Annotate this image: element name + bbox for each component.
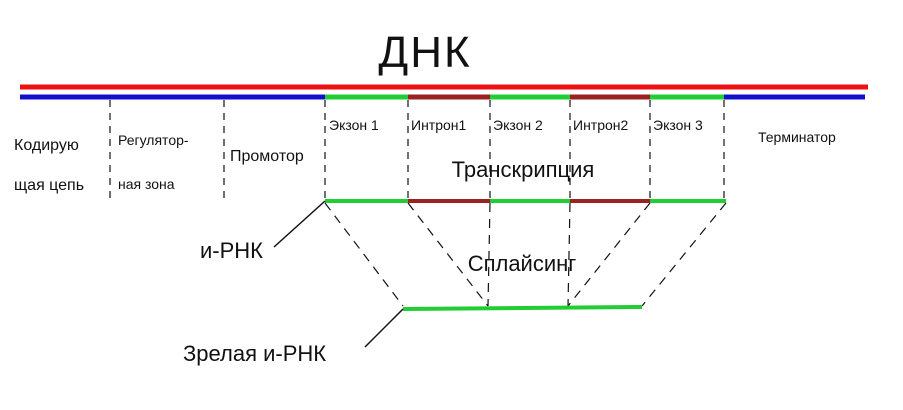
regulatory-zone-label-line2: ная зона <box>118 176 175 192</box>
splice-dash-exon2-start <box>487 202 491 307</box>
splice-dash-exon1-start <box>324 202 404 307</box>
mrna-pointer-line <box>273 200 326 248</box>
mature-mrna-label: Зрелая и-РНК <box>183 341 326 366</box>
regulatory-zone-label-line1: Регулятор- <box>118 132 189 148</box>
coding-strand-label-line1: Кодирую <box>14 137 79 154</box>
splicing-label: Сплайсинг <box>468 251 577 276</box>
terminator-label: Терминатор <box>758 129 836 145</box>
splice-dash-exon2-end <box>567 202 571 307</box>
mature-mrna-line <box>402 305 643 311</box>
region-separators <box>109 100 725 198</box>
splice-dash-exon3-end <box>641 202 727 307</box>
transcription-label: Транскрипция <box>452 157 595 182</box>
exon3-label: Экзон 3 <box>653 117 703 133</box>
intron1-label: Интрон1 <box>411 117 467 133</box>
diagram-title: ДНК <box>378 28 471 77</box>
coding-strand-label-line2: щая цепь <box>14 177 84 194</box>
splicing-dashes <box>324 202 727 307</box>
mrna-label: и-РНК <box>200 238 263 263</box>
promoter-label: Промотор <box>230 148 304 165</box>
splice-dash-exon1-end <box>407 202 489 307</box>
mature-mrna-pointer-line <box>364 308 404 348</box>
exon2-label: Экзон 2 <box>493 117 543 133</box>
intron2-label: Интрон2 <box>573 117 629 133</box>
splice-dash-exon3-start <box>567 202 651 307</box>
exon1-label: Экзон 1 <box>329 117 379 133</box>
